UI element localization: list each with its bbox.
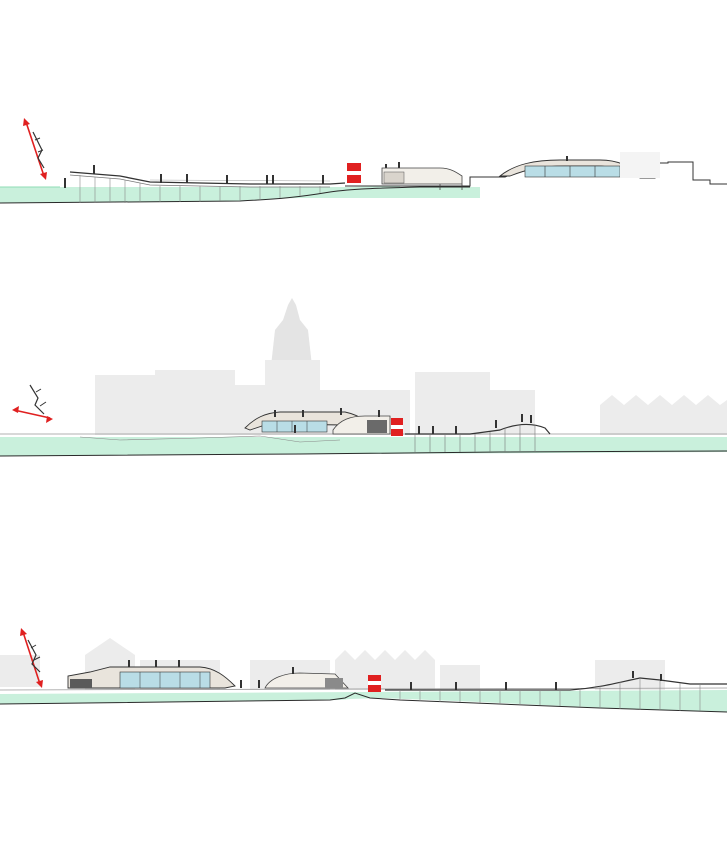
water-area — [0, 437, 727, 456]
north-arrow-icon — [23, 118, 47, 180]
main-pavilion — [498, 156, 642, 178]
people-figures — [274, 408, 532, 434]
section-2 — [0, 298, 727, 457]
red-beacon — [368, 675, 381, 692]
water-area — [0, 690, 727, 712]
quay-line — [0, 687, 727, 691]
section-3 — [0, 628, 727, 713]
pier-walkway — [385, 677, 727, 711]
seabed-line — [79, 435, 341, 443]
north-arrow-icon — [12, 384, 53, 423]
water-surface-line — [0, 186, 470, 204]
red-beacon — [347, 163, 361, 183]
north-arrow-icon — [20, 628, 43, 688]
water-surface-line — [0, 450, 727, 457]
ghost-building — [620, 152, 660, 178]
pier-walkway — [405, 423, 551, 452]
pier-walkway — [69, 171, 346, 203]
ghost-skyline — [95, 298, 727, 435]
harbour-building — [264, 672, 349, 689]
section-1 — [0, 118, 727, 204]
red-beacon — [391, 418, 403, 436]
people-figures — [128, 660, 662, 690]
main-pavilion — [67, 666, 236, 689]
harbour-building — [381, 167, 463, 190]
water-surface-line — [0, 692, 727, 713]
harbour-building — [332, 415, 391, 435]
